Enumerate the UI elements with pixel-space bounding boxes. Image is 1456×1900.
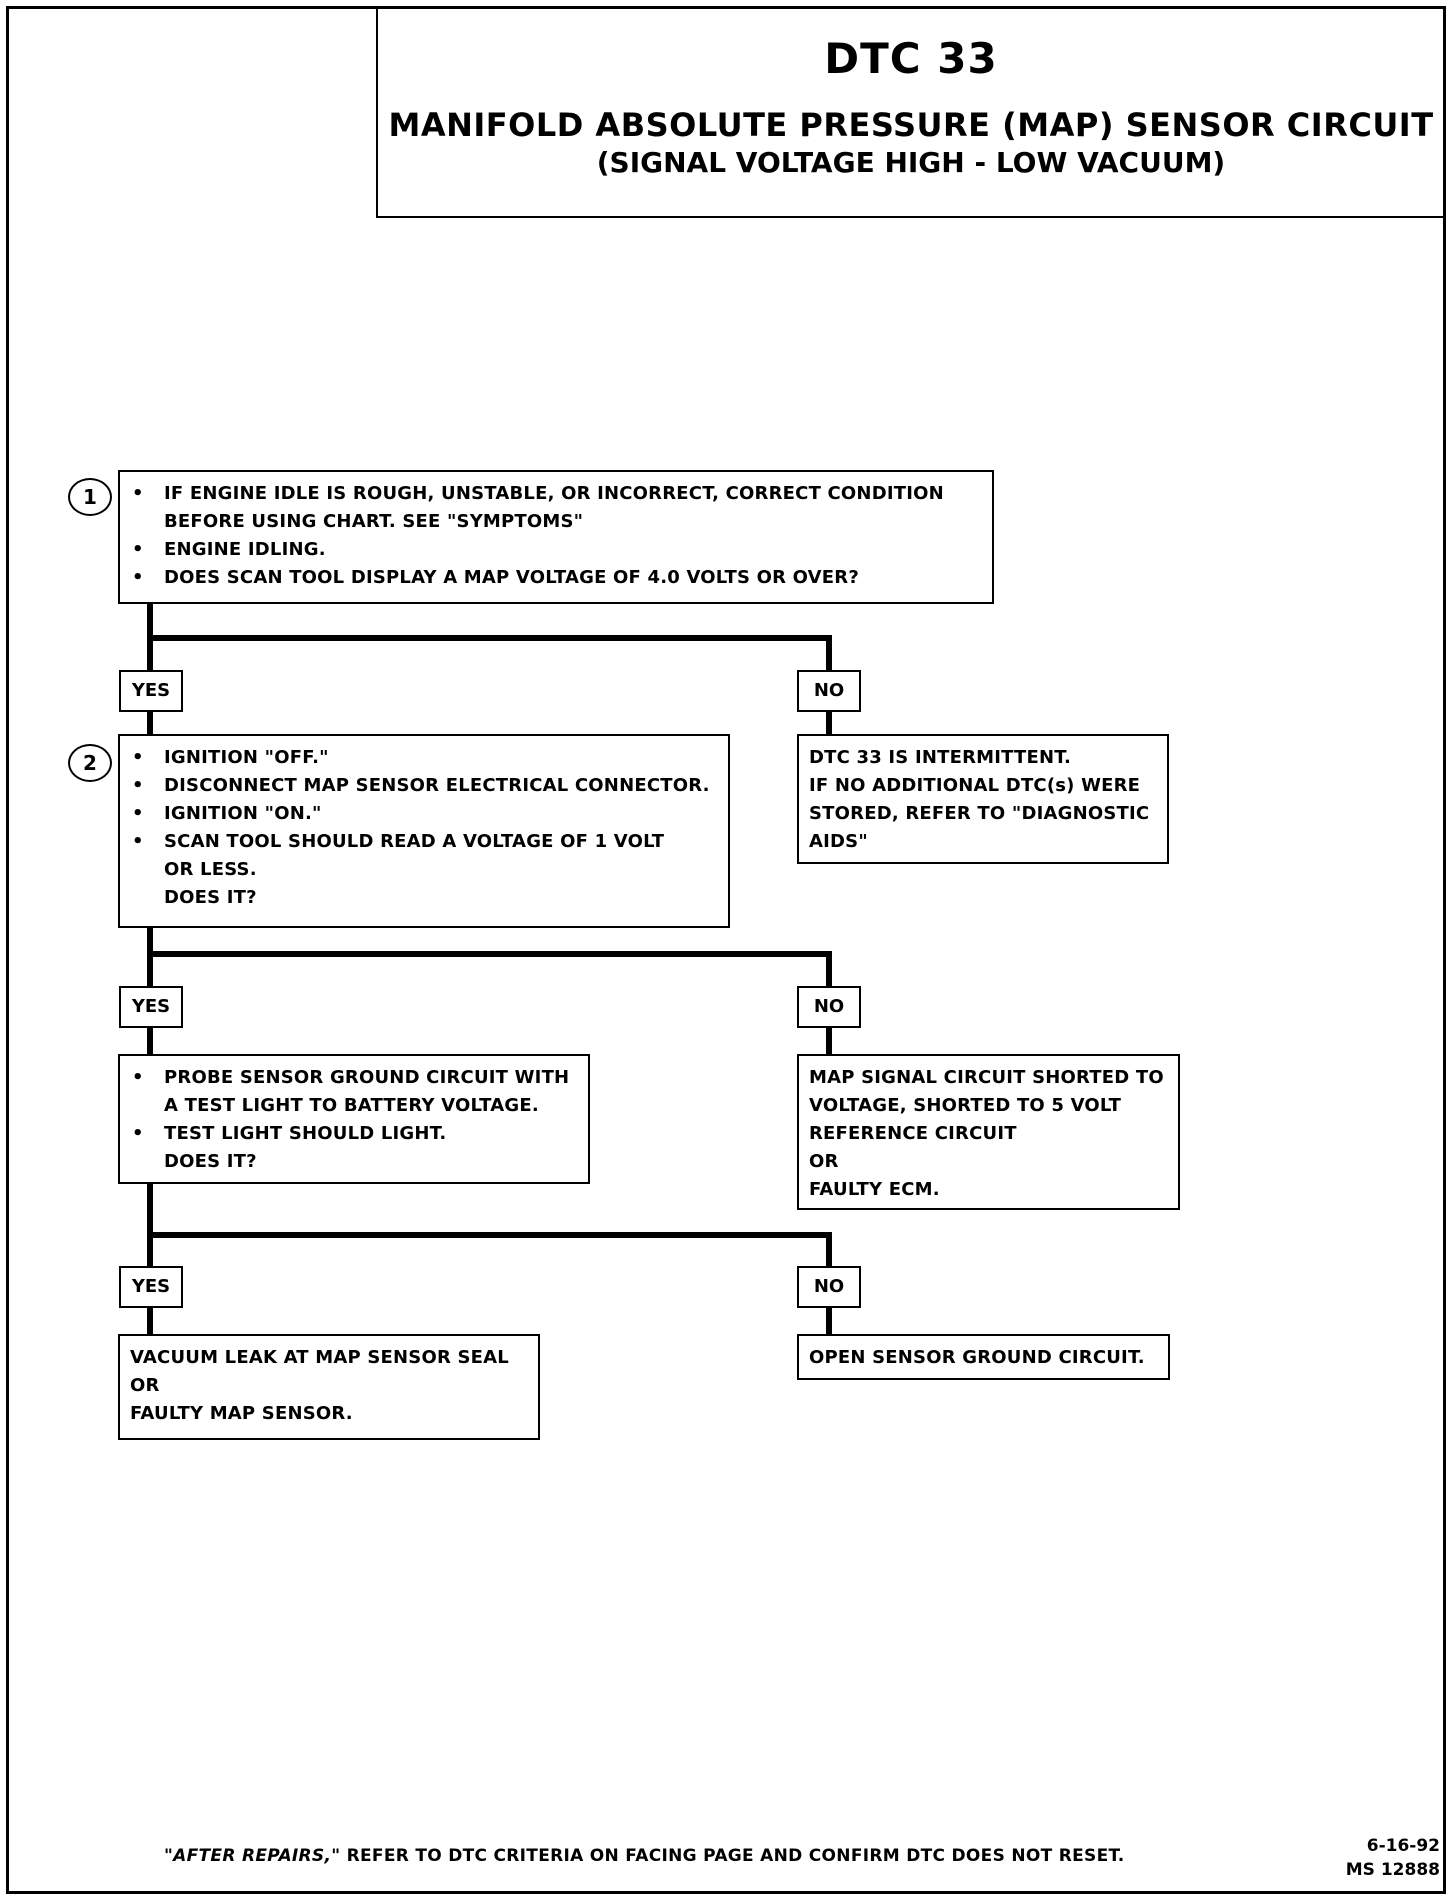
step-2-bullet-1: IGNITION "OFF." [130,744,718,772]
connector [826,951,832,992]
vacuum-leak-result-box: VACUUM LEAK AT MAP SENSOR SEAL OR FAULTY… [118,1334,540,1440]
no-label: NO [797,670,861,712]
document-code: MS 12888 [1345,1860,1440,1880]
connector [147,712,153,736]
no-label: NO [797,986,861,1028]
step-1-bullet-2: ENGINE IDLING. [130,536,982,564]
yes-label: YES [119,1266,183,1308]
connector [826,635,832,672]
connector [147,635,832,641]
footer-note: "AFTER REPAIRS," REFER TO DTC CRITERIA O… [164,1846,1125,1866]
connector [147,1184,153,1272]
connector [147,1232,832,1238]
no-label: NO [797,1266,861,1308]
title-block: DTC 33 MANIFOLD ABSOLUTE PRESSURE (MAP) … [376,6,1446,218]
step-2-bullet-3: IGNITION "ON." [130,800,718,828]
open-ground-result-box: OPEN SENSOR GROUND CIRCUIT. [797,1334,1170,1380]
step-2-box: IGNITION "OFF." DISCONNECT MAP SENSOR EL… [118,734,730,928]
step-2-question: DOES IT? [164,887,257,908]
footer-text: REFER TO DTC CRITERIA ON FACING PAGE AND… [340,1846,1125,1866]
step-2-bullet-4: SCAN TOOL SHOULD READ A VOLTAGE OF 1 VOL… [130,828,718,884]
document-date: 6-16-92 [1366,1836,1440,1856]
page-frame [6,6,1446,1894]
footer-emphasis: "AFTER REPAIRS," [164,1846,341,1866]
connector [826,1232,832,1272]
connector [147,951,832,957]
connector [826,712,832,736]
step-1-box: IF ENGINE IDLE IS ROUGH, UNSTABLE, OR IN… [118,470,994,604]
step-marker-2: 2 [68,744,112,782]
connector [826,1028,832,1056]
connector [826,1308,832,1336]
test-bullet-2: TEST LIGHT SHOULD LIGHT. [130,1120,578,1148]
intermittent-result-box: DTC 33 IS INTERMITTENT. IF NO ADDITIONAL… [797,734,1169,864]
yes-label: YES [119,670,183,712]
connector [147,1028,153,1056]
page-subtitle: (SIGNAL VOLTAGE HIGH - LOW VACUUM) [596,146,1226,179]
connector [147,928,153,992]
yes-label: YES [119,986,183,1028]
signal-shorted-result-box: MAP SIGNAL CIRCUIT SHORTED TO VOLTAGE, S… [797,1054,1180,1210]
document-reference: 6-16-92 MS 12888 [1310,1834,1440,1882]
test-question: DOES IT? [164,1151,257,1172]
step-1-bullet-3: DOES SCAN TOOL DISPLAY A MAP VOLTAGE OF … [130,564,982,592]
test-bullet-1: PROBE SENSOR GROUND CIRCUIT WITH A TEST … [130,1064,578,1120]
step-2-bullet-2: DISCONNECT MAP SENSOR ELECTRICAL CONNECT… [130,772,718,800]
dtc-code: DTC 33 [824,34,998,83]
connector [147,1308,153,1336]
step-marker-1: 1 [68,478,112,516]
ground-circuit-test-box: PROBE SENSOR GROUND CIRCUIT WITH A TEST … [118,1054,590,1184]
step-1-bullet-1: IF ENGINE IDLE IS ROUGH, UNSTABLE, OR IN… [130,480,982,536]
page-title: MANIFOLD ABSOLUTE PRESSURE (MAP) SENSOR … [388,106,1434,144]
